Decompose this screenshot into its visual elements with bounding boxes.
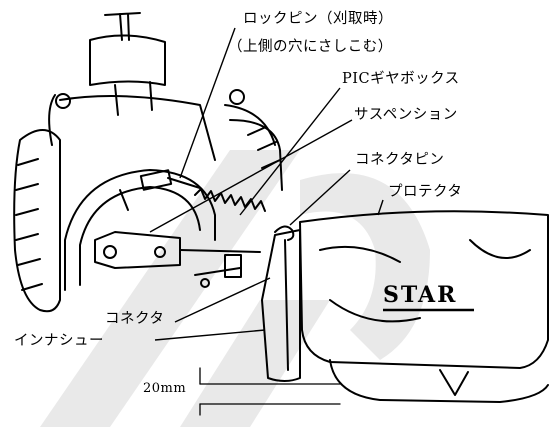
lock-pin: [139, 169, 201, 191]
watermark: [40, 150, 430, 427]
lock-pin-note-label: （上側の穴にさしこむ）: [228, 39, 393, 55]
protector: [299, 210, 549, 403]
inner-shoe-label: インナシュー: [14, 333, 104, 349]
brand-logo: STAR: [383, 282, 458, 308]
dimension-label: 20mm: [143, 381, 187, 396]
suspension-spring: [194, 188, 266, 212]
pic-gearbox-label: PICギヤボックス: [342, 71, 460, 87]
suspension-label: サスペンション: [354, 107, 458, 123]
lock-pin-label: ロックピン（刈取時）: [243, 11, 393, 27]
dimension-marker: [199, 367, 341, 416]
connector-label: コネクタ: [105, 311, 165, 327]
rear-wheel-left: [13, 129, 61, 313]
connector-pin-label: コネクタピン: [355, 152, 445, 168]
tractor-body: [48, 34, 276, 161]
protector-label: プロテクタ: [388, 184, 463, 200]
hitch-frame: [64, 169, 216, 291]
leader-lines: [149, 27, 384, 341]
inner-shoe: [261, 229, 301, 382]
linkage-arm: [94, 231, 261, 269]
connector: [194, 254, 242, 288]
connector-pin: [274, 225, 295, 241]
